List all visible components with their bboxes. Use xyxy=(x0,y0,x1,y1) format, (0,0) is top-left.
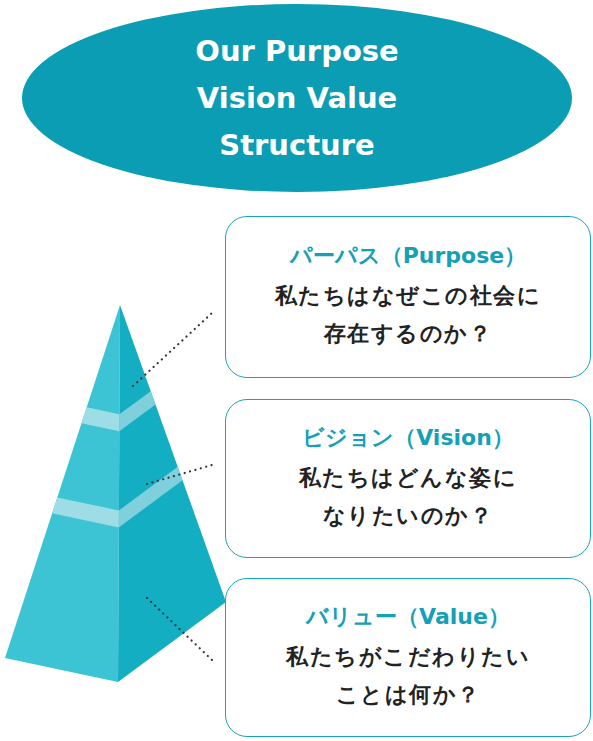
question-box: ビジョン（Vision） 私たちはどんな姿に なりたいのか？ xyxy=(225,399,591,558)
box-heading: パーパス（Purpose） xyxy=(290,241,527,271)
diagram-title: Our Purpose Vision Value Structure xyxy=(147,28,447,169)
pyramid-band xyxy=(52,497,119,527)
box-question: 私たちはなぜこの社会に 存在するのか？ xyxy=(258,277,558,353)
box-question: 私たちがこだわりたい ことは何か？ xyxy=(258,638,558,714)
leader-line xyxy=(147,598,212,660)
pyramid-band xyxy=(119,391,155,431)
box-heading: ビジョン（Vision） xyxy=(302,423,514,453)
question-box: パーパス（Purpose） 私たちはなぜこの社会に 存在するのか？ xyxy=(225,216,591,378)
pyramid-left-face xyxy=(5,305,120,682)
box-question: 私たちはどんな姿に なりたいのか？ xyxy=(258,459,558,535)
title-ellipse: Our Purpose Vision Value Structure xyxy=(22,4,572,192)
pyramid-band xyxy=(81,407,119,431)
question-box: バリュー（Value） 私たちがこだわりたい ことは何か？ xyxy=(225,578,591,737)
leader-line xyxy=(147,465,212,484)
pyramid-right-face xyxy=(118,305,226,682)
box-heading: バリュー（Value） xyxy=(306,602,510,632)
leader-line xyxy=(133,313,212,386)
